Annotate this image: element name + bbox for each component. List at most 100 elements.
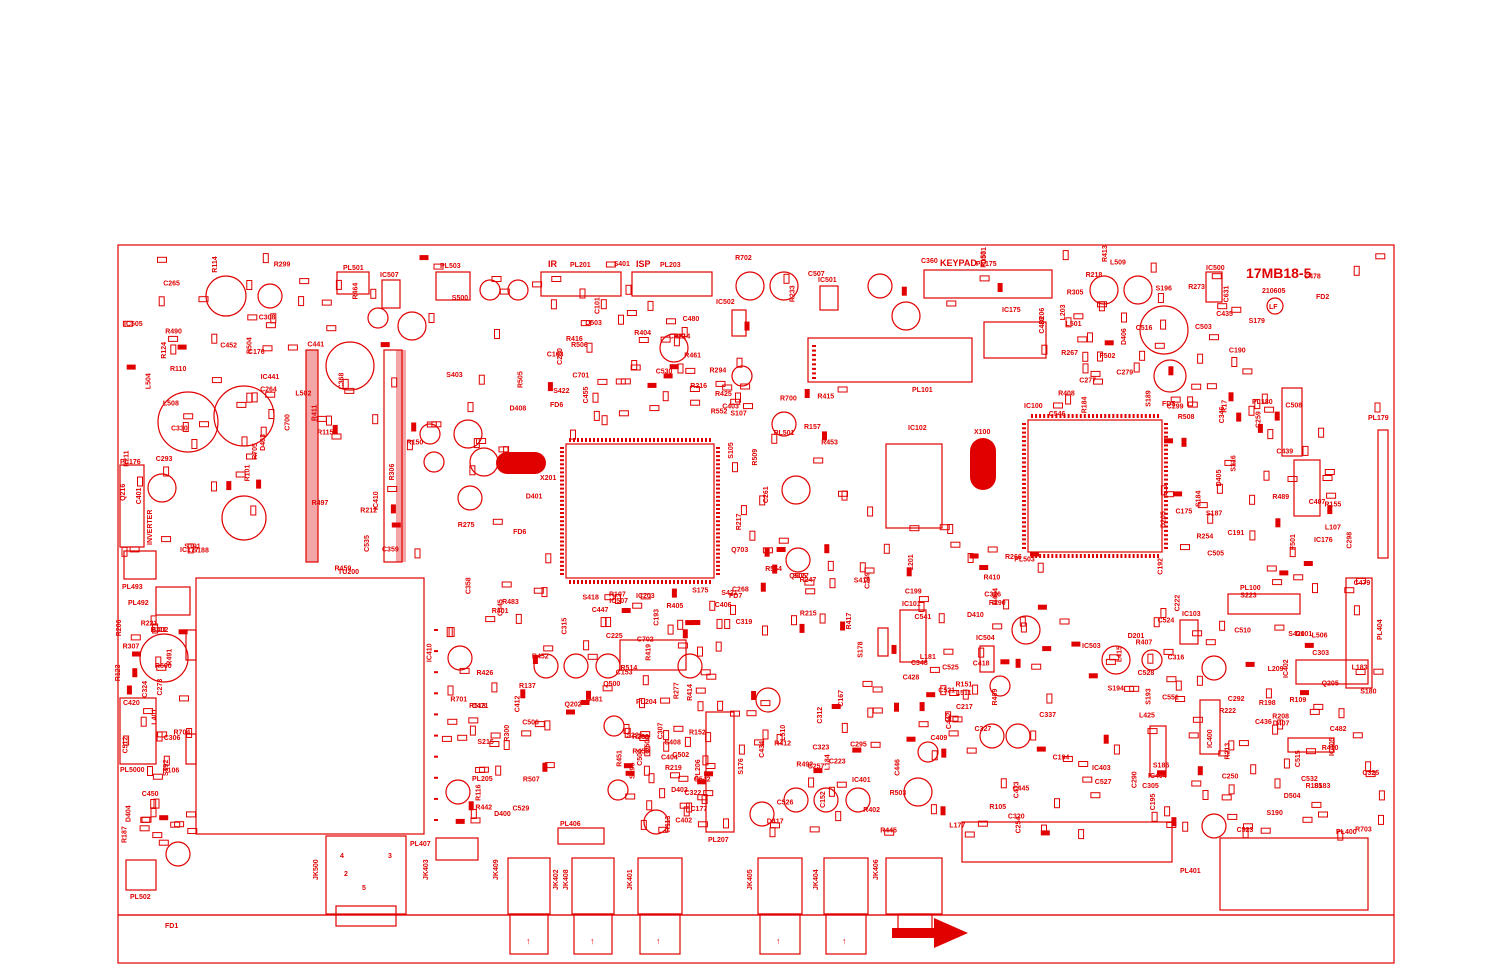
svg-text:↑: ↑ bbox=[776, 936, 781, 946]
component-label: C551 bbox=[1162, 694, 1179, 701]
ic176: IC176 bbox=[1293, 459, 1333, 544]
ic-pin bbox=[812, 367, 816, 370]
component-pad bbox=[1275, 518, 1281, 528]
component-pad bbox=[703, 790, 714, 797]
component-pad bbox=[1228, 784, 1235, 795]
ic-pin bbox=[665, 580, 667, 584]
ic-pin bbox=[601, 580, 603, 584]
component-label: C306 bbox=[164, 735, 181, 742]
component-pad bbox=[344, 387, 355, 394]
ic-pin bbox=[1022, 500, 1026, 502]
component-pad bbox=[640, 819, 647, 830]
ic-pin bbox=[1128, 554, 1131, 558]
ic-pin bbox=[1132, 554, 1135, 558]
ic-pin bbox=[577, 580, 579, 584]
component-label: C413 bbox=[1014, 781, 1021, 798]
svg-text:IC500: IC500 bbox=[1206, 265, 1225, 272]
component-pad bbox=[1313, 703, 1324, 710]
component-pad bbox=[1260, 827, 1271, 834]
component-pad bbox=[804, 389, 810, 398]
component-pad bbox=[667, 624, 674, 635]
ic405: IC405 bbox=[1287, 737, 1336, 756]
ic-pin bbox=[716, 552, 720, 555]
component-pad bbox=[700, 669, 711, 676]
component-pad bbox=[1265, 688, 1272, 699]
component-pad bbox=[690, 399, 701, 406]
component-pad bbox=[163, 755, 170, 766]
component-pad bbox=[467, 402, 474, 413]
component-pad bbox=[1311, 801, 1322, 808]
component-label: C701 bbox=[572, 373, 589, 380]
component-pad bbox=[475, 767, 486, 773]
component-pad bbox=[943, 648, 954, 655]
component-pad bbox=[791, 615, 797, 626]
component-pad bbox=[1324, 469, 1335, 475]
ic-pin bbox=[1152, 554, 1155, 558]
component-pad bbox=[150, 799, 157, 809]
component-pad bbox=[1338, 708, 1345, 719]
component-pad bbox=[152, 623, 159, 634]
ic-pin bbox=[1164, 517, 1168, 520]
component-label: L181 bbox=[920, 654, 936, 661]
component-label: L107 bbox=[1325, 524, 1341, 531]
component-pad bbox=[178, 629, 188, 635]
component-pad bbox=[1205, 639, 1216, 646]
component-label: R491 bbox=[167, 649, 174, 666]
component-label: R110 bbox=[170, 366, 186, 373]
component-pad bbox=[543, 645, 554, 652]
ic-pin bbox=[653, 438, 655, 442]
component-pad bbox=[494, 329, 500, 339]
component-pad bbox=[260, 426, 267, 437]
component-pad bbox=[778, 537, 789, 544]
ic-pin bbox=[693, 438, 695, 442]
component-pad bbox=[372, 414, 379, 425]
svg-text:PL205: PL205 bbox=[472, 776, 493, 783]
ic-pin bbox=[716, 524, 720, 527]
ic-pin bbox=[434, 734, 438, 737]
ic-pin bbox=[633, 580, 635, 584]
component-pad bbox=[659, 788, 666, 799]
ic-pin bbox=[812, 345, 816, 347]
component-pad bbox=[949, 690, 960, 696]
component-pad bbox=[929, 666, 940, 673]
component-pad bbox=[503, 446, 510, 457]
component-pad bbox=[1191, 780, 1202, 787]
ic103: IC103 bbox=[1179, 611, 1201, 645]
svg-text:PL201: PL201 bbox=[570, 262, 591, 269]
component-pad bbox=[813, 457, 824, 464]
component-label: C319 bbox=[736, 619, 753, 626]
ic-pin bbox=[597, 580, 599, 584]
component-pad bbox=[1207, 513, 1214, 524]
component-pad bbox=[1197, 766, 1203, 776]
component-label: C199 bbox=[905, 589, 922, 596]
component-pad bbox=[580, 700, 590, 705]
component-pad bbox=[964, 831, 975, 838]
ic-pin bbox=[1087, 554, 1090, 558]
component-label: L401 bbox=[152, 709, 159, 725]
ic-pin bbox=[716, 548, 720, 551]
ic500: IC500 bbox=[1205, 265, 1225, 303]
component-pad bbox=[649, 405, 660, 412]
svg-text:X201: X201 bbox=[540, 475, 556, 482]
component-label: S419 bbox=[854, 578, 870, 585]
component-label: R508 bbox=[1178, 414, 1195, 421]
component-pad bbox=[579, 288, 586, 299]
ic-pin bbox=[1164, 465, 1168, 468]
component-label: R111 bbox=[151, 627, 167, 634]
component-pad bbox=[1318, 811, 1328, 818]
component-label: L177 bbox=[949, 822, 965, 829]
component-pad bbox=[1082, 776, 1093, 783]
component-pad bbox=[759, 495, 766, 506]
ic-pin bbox=[1164, 487, 1168, 490]
ic-pin bbox=[560, 544, 564, 547]
component-label: R453 bbox=[821, 440, 838, 447]
svg-text:JK403: JK403 bbox=[423, 859, 430, 880]
component-pad bbox=[1168, 366, 1174, 376]
component-pad bbox=[1221, 794, 1232, 801]
svg-text:PL401: PL401 bbox=[1180, 868, 1201, 875]
ic-pin bbox=[1096, 414, 1098, 418]
component-pad bbox=[1188, 732, 1199, 739]
component-pad bbox=[841, 722, 848, 733]
ic-pin bbox=[697, 580, 699, 584]
component-label: D205 bbox=[1161, 511, 1168, 528]
